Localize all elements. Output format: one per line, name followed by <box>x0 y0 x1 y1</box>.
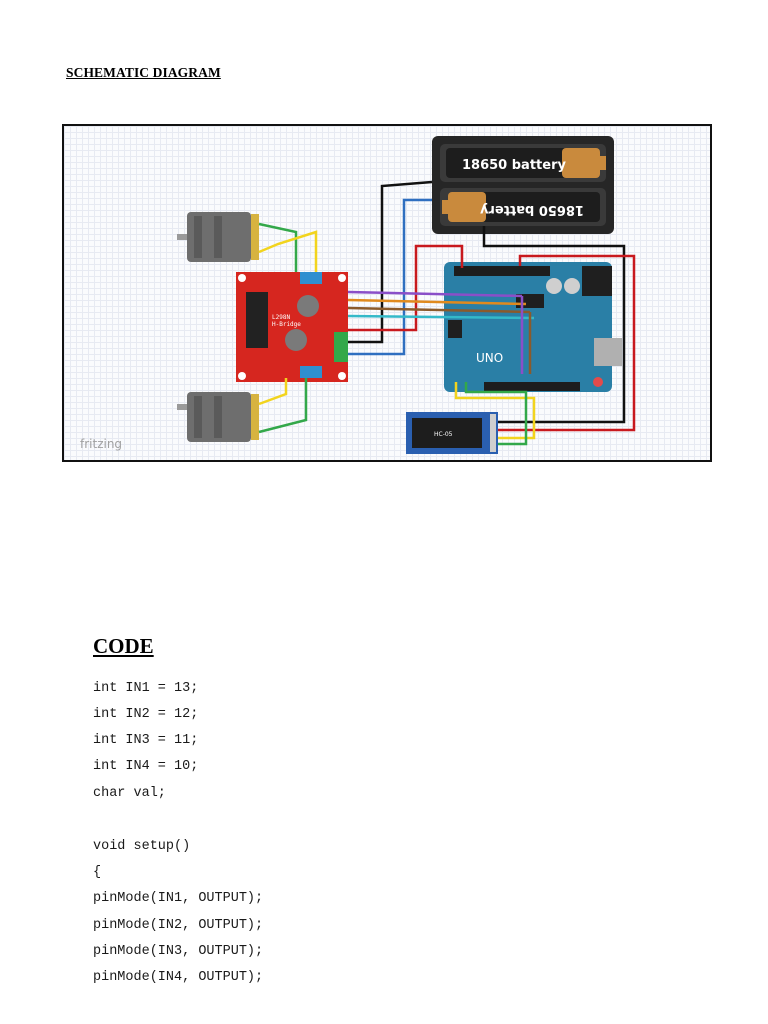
section-title: SCHEMATIC DIAGRAM <box>66 65 221 80</box>
code-line: pinMode(IN3, OUTPUT); <box>93 944 264 959</box>
code-title: CODE <box>93 634 154 658</box>
code-line: int IN4 = 10; <box>93 759 199 774</box>
driver-label-line1: L298N <box>272 314 290 321</box>
board-label: UNO <box>476 351 503 365</box>
wires <box>258 180 636 446</box>
code-line: int IN2 = 12; <box>93 707 199 722</box>
code-line: void setup() <box>93 839 191 854</box>
code-line: { <box>93 865 102 880</box>
battery-top-label: 18650 battery <box>462 158 566 173</box>
code-line: pinMode(IN1, OUTPUT); <box>93 891 264 906</box>
battery-bottom-label: 18650 battery <box>480 202 584 217</box>
code-line: int IN3 = 11; <box>93 733 199 748</box>
motor-top <box>177 212 259 262</box>
code-line: char val; <box>93 786 166 801</box>
arduino-board: UNO <box>444 262 622 392</box>
battery-holder: 18650 battery 18650 battery <box>432 136 614 234</box>
code-line: pinMode(IN2, OUTPUT); <box>93 918 264 933</box>
schematic-svg: 18650 battery 18650 battery <box>80 136 636 454</box>
driver-label-line2: H-Bridge <box>272 321 301 328</box>
watermark: fritzing <box>80 437 122 451</box>
motor-bottom <box>177 392 259 442</box>
code-line: int IN1 = 13; <box>93 681 199 696</box>
bluetooth-module: HC-05 <box>406 412 498 454</box>
l298n-driver: L298N H-Bridge <box>236 272 348 382</box>
bluetooth-label: HC-05 <box>434 431 453 438</box>
schematic-figure: 18650 battery 18650 battery <box>62 124 712 462</box>
code-line: pinMode(IN4, OUTPUT); <box>93 970 264 985</box>
